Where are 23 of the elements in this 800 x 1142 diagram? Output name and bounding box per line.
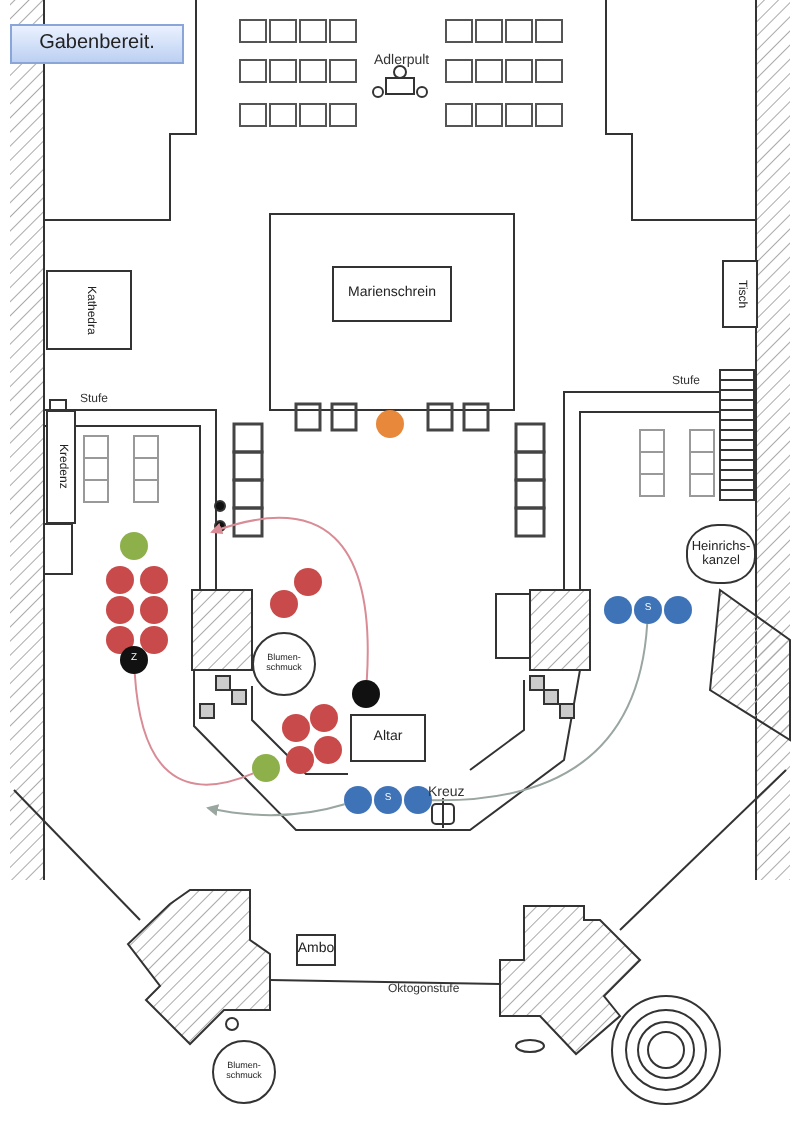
marker-dot [106,626,134,654]
marker-dot [310,704,338,732]
marker-dot [270,590,298,618]
marker-dot [664,596,692,624]
marker-dot [282,714,310,742]
marker-dot [140,596,168,624]
marker-dot [286,746,314,774]
marker-dot [404,786,432,814]
marker-dot [294,568,322,596]
marker-dot [120,532,148,560]
marker-dot [314,736,342,764]
marker-dot [376,410,404,438]
marker-dot [604,596,632,624]
marker-dot [140,566,168,594]
marker-dot [344,786,372,814]
path-arrow [206,803,346,817]
marker-dot [106,566,134,594]
marker-dot [252,754,280,782]
marker-dot [106,596,134,624]
marker-dot [352,680,380,708]
marker-dot [140,626,168,654]
title-badge: Gabenbereit. [10,24,184,64]
path-arrow [210,517,369,681]
